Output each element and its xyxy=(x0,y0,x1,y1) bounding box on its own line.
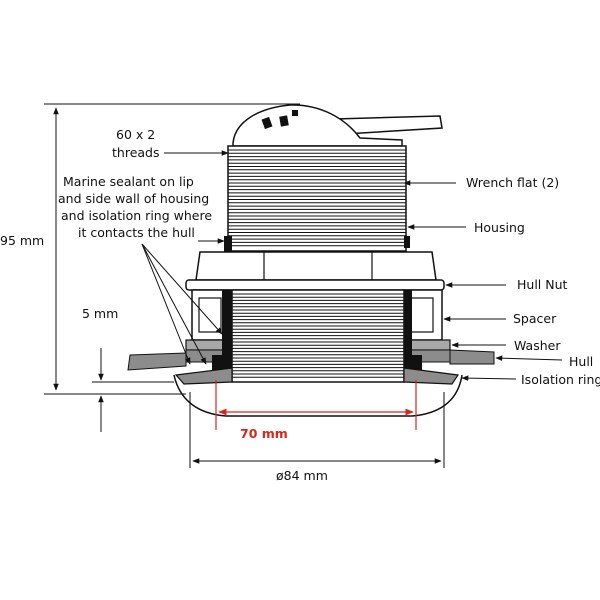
label-wrench-flat: Wrench flat (2) xyxy=(466,175,559,190)
leader-sealant xyxy=(141,238,225,365)
label-threads-line1: 60 x 2 xyxy=(116,127,155,142)
dim-inner-label: 70 mm xyxy=(240,426,288,441)
label-threads-line2: threads xyxy=(112,145,160,160)
leader-hull xyxy=(495,355,563,361)
housing-threads xyxy=(227,145,407,252)
label-sealant-line2: and side wall of housing xyxy=(58,191,209,206)
stem-threads xyxy=(231,289,405,383)
label-hull: Hull xyxy=(569,354,593,369)
dim-lip xyxy=(92,348,174,432)
cap-marking-icon xyxy=(292,110,298,116)
dim-outer-label: ø84 mm xyxy=(276,468,328,483)
isolation-ring xyxy=(173,367,463,417)
dim-lip-label: 5 mm xyxy=(82,306,118,321)
hull-nut xyxy=(185,251,445,291)
cap-marking-icon xyxy=(279,115,289,127)
label-sealant-line3: and isolation ring where xyxy=(61,208,212,223)
dim-height-label: 95 mm xyxy=(0,233,44,248)
label-sealant-line1: Marine sealant on lip xyxy=(63,174,194,189)
dim-outer xyxy=(189,392,445,468)
label-housing: Housing xyxy=(474,220,525,235)
dim-height xyxy=(0,103,300,395)
label-isolation-ring: Isolation ring xyxy=(521,372,600,387)
cap-marking-icon xyxy=(261,116,273,130)
dim-inner xyxy=(215,380,417,430)
label-hull-nut: Hull Nut xyxy=(517,277,568,292)
label-sealant-line4: it contacts the hull xyxy=(78,225,195,240)
housing-cap xyxy=(232,104,403,147)
leader-isolation-ring xyxy=(461,375,517,381)
label-washer: Washer xyxy=(514,338,561,353)
label-spacer: Spacer xyxy=(513,311,557,326)
